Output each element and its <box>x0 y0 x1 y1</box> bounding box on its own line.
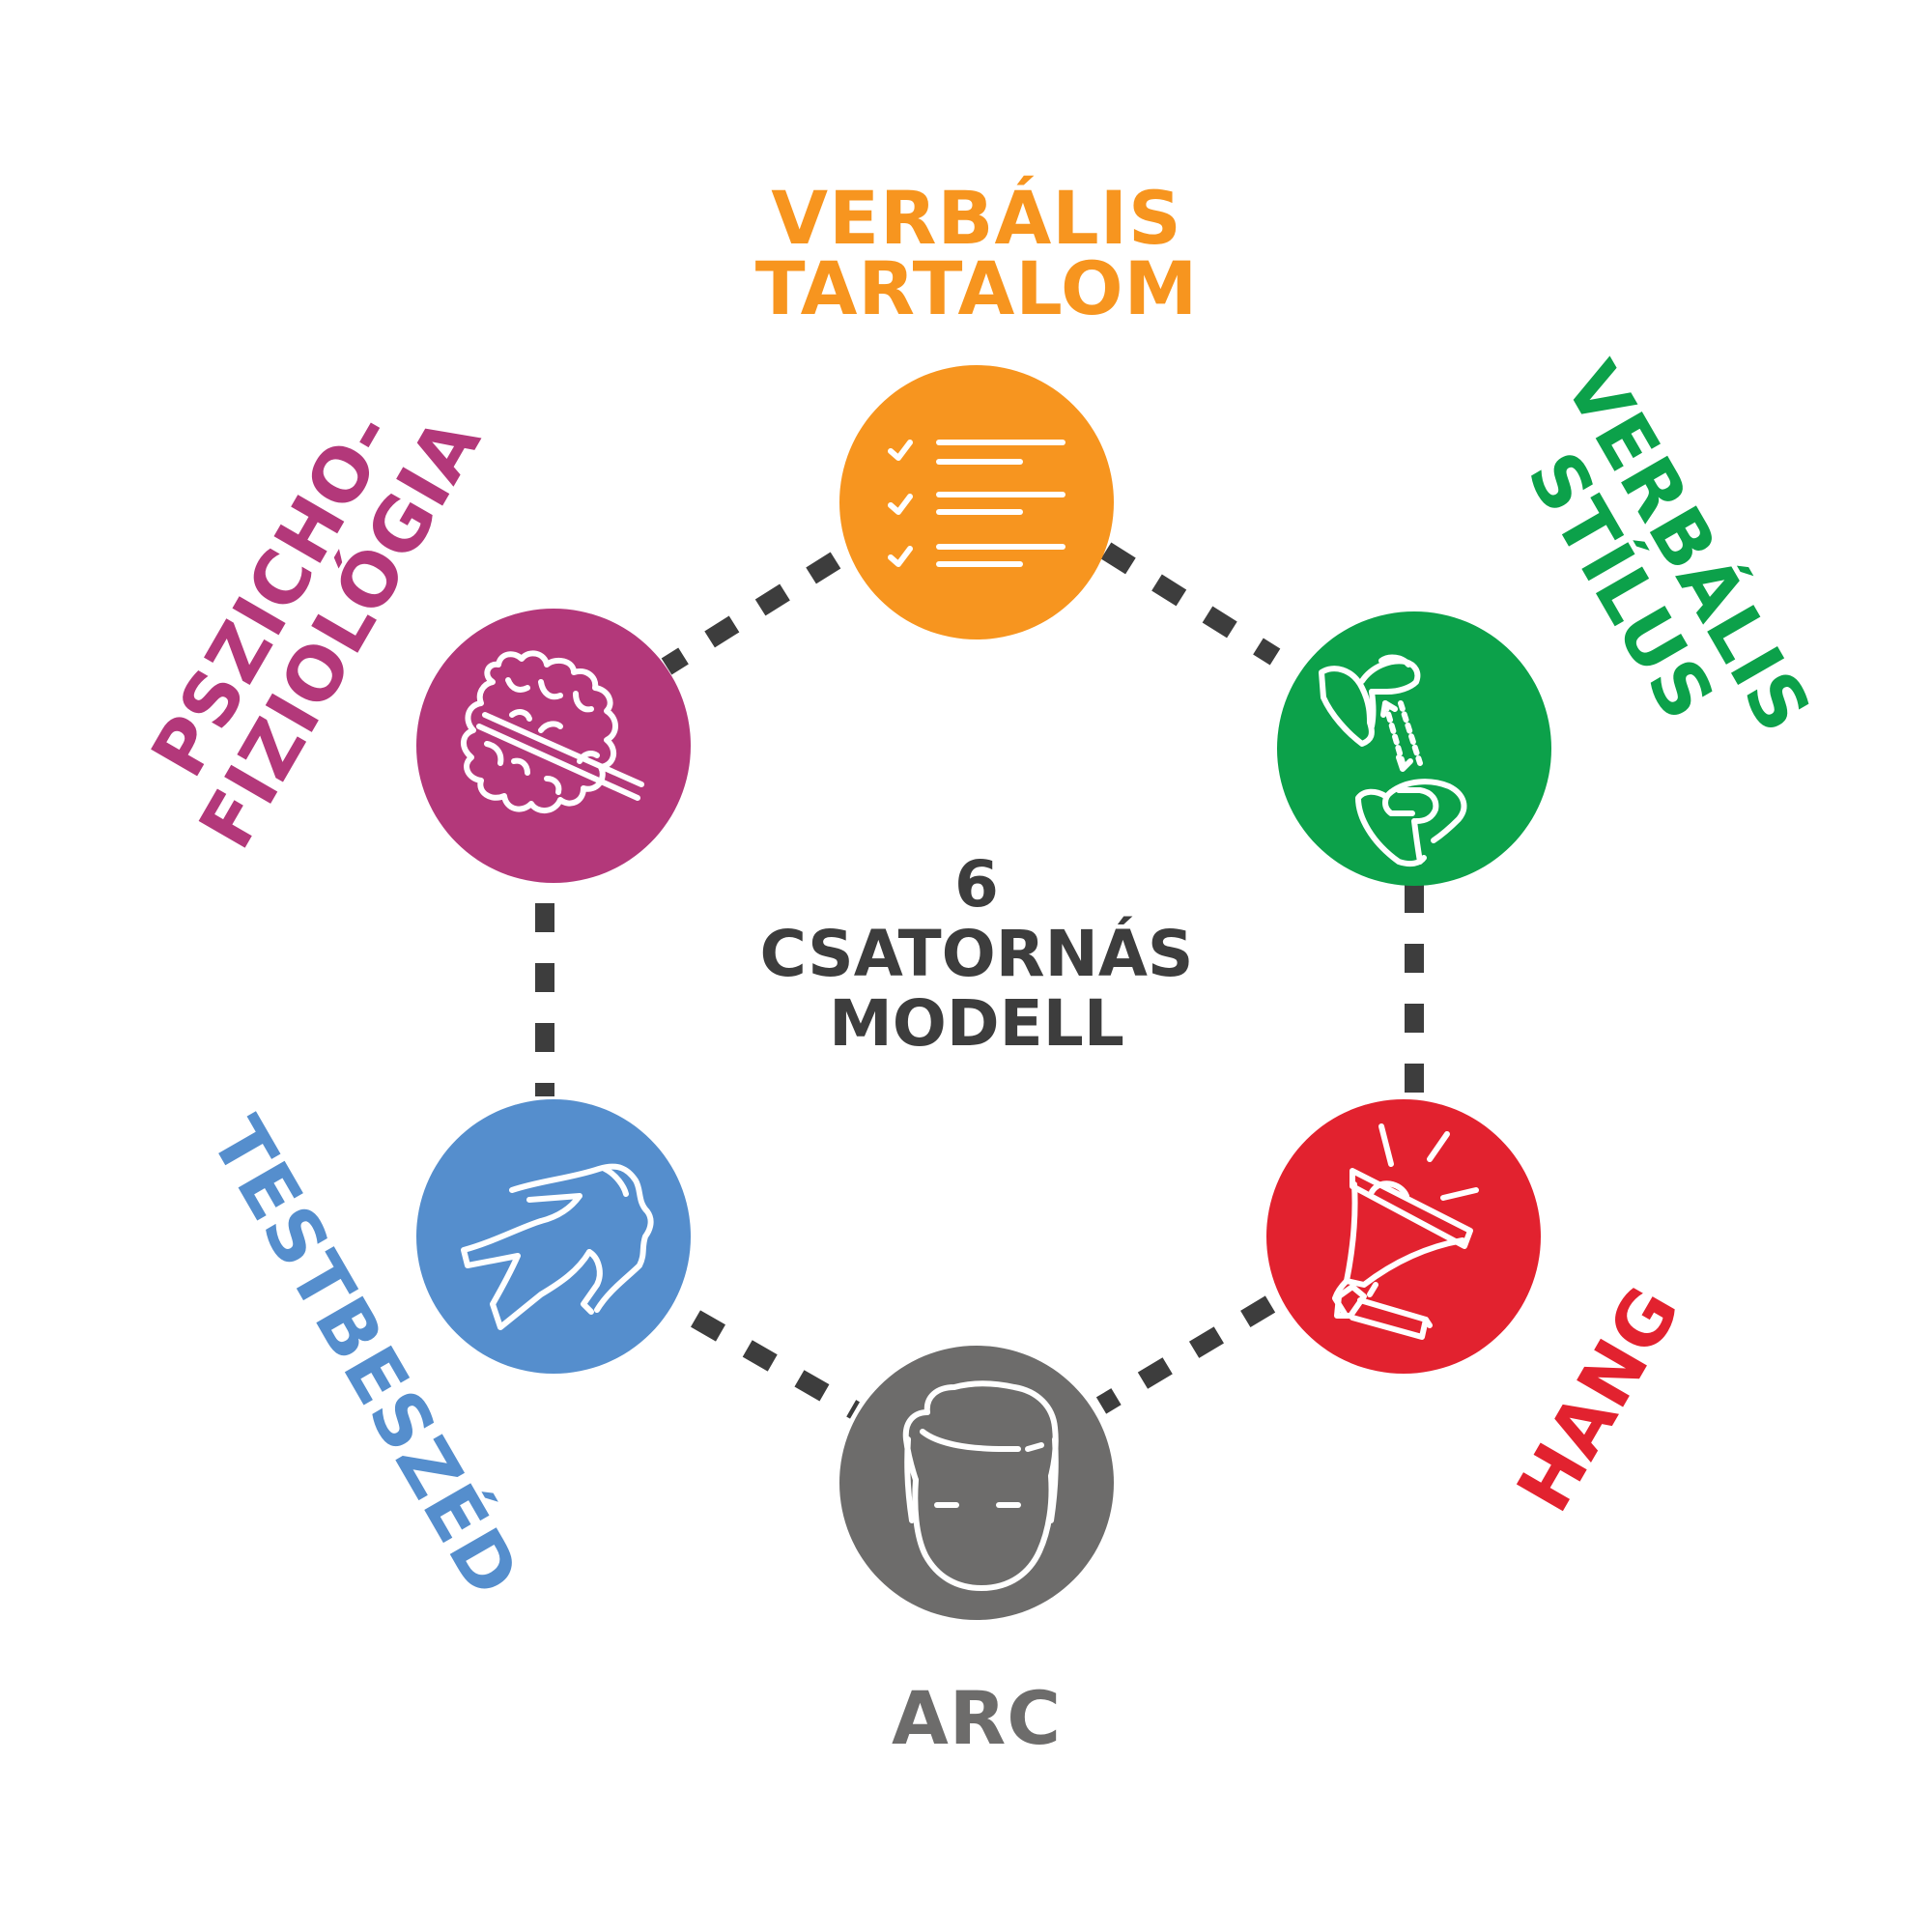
label-hang: HANG <box>1500 1271 1696 1525</box>
node-circle-verbalis-tartalom <box>839 365 1114 639</box>
node-circle-hang <box>1266 1099 1541 1374</box>
node-circle-arc <box>839 1346 1114 1620</box>
face-icon <box>902 1380 1059 1591</box>
speaking-lips-icon <box>1319 654 1467 867</box>
megaphone-icon <box>1332 1123 1479 1340</box>
center-title-line-1: 6 <box>954 847 999 922</box>
label-arc: ARC <box>892 1675 1062 1761</box>
checklist-icon <box>888 440 1065 567</box>
label-arc-text: ARC <box>892 1675 1062 1761</box>
brain-icon <box>461 650 644 813</box>
gesture-hands-icon <box>461 1163 654 1330</box>
connector-tartalom-pszicho <box>661 552 841 675</box>
label-verbalis-tartalom-line-2: TARTALOM <box>755 245 1199 331</box>
connectors <box>535 542 1424 1419</box>
connector-hang-arc <box>1095 1295 1276 1414</box>
connector-testbeszed-arc <box>691 1310 860 1419</box>
node-circle-testbeszed <box>416 1099 691 1374</box>
label-verbalis-tartalom-line-1: VERBÁLIS <box>771 175 1181 261</box>
center-title-line-2: CSATORNÁS <box>760 916 1194 991</box>
center-title: 6 CSATORNÁS MODELL <box>760 847 1194 1061</box>
center-title-line-3: MODELL <box>829 986 1124 1061</box>
label-hang-text: HANG <box>1500 1271 1696 1525</box>
connector-tartalom-stilus <box>1100 542 1281 666</box>
label-verbalis-tartalom: VERBÁLIS TARTALOM <box>755 175 1199 331</box>
